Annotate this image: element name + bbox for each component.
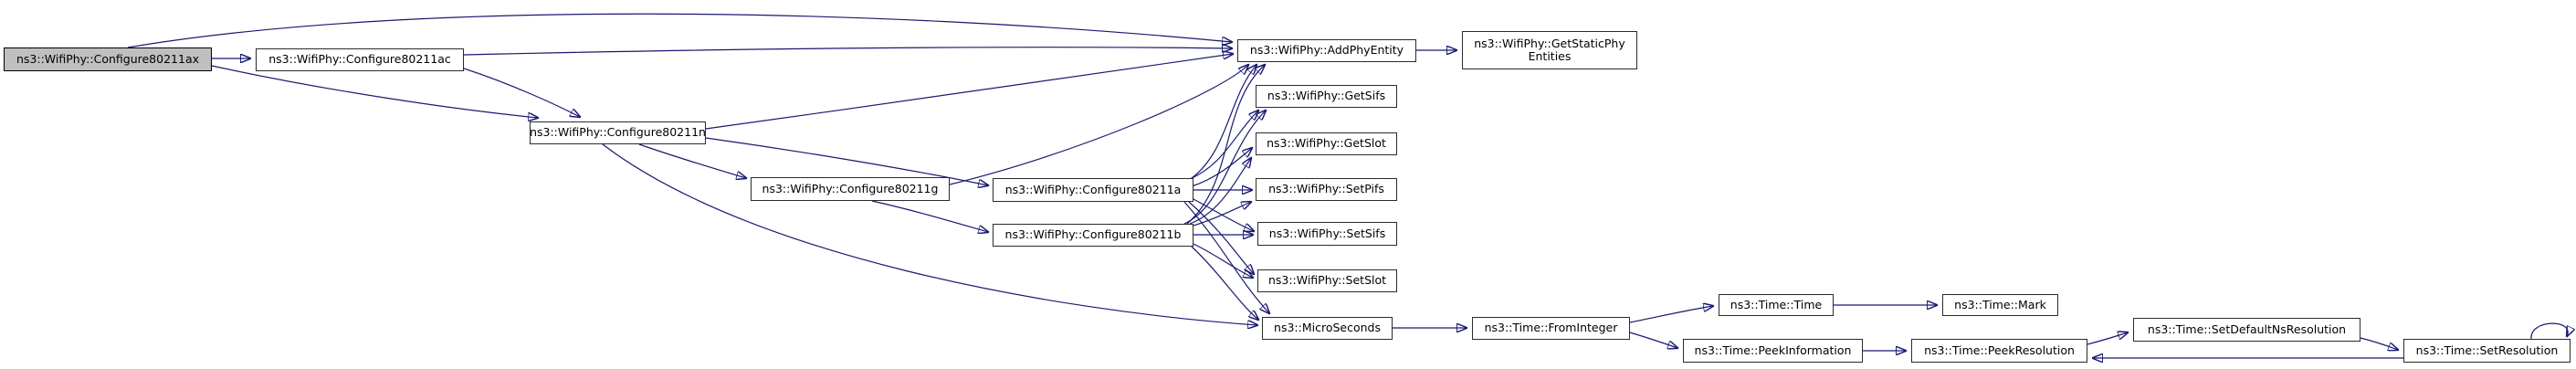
node-peekresolution[interactable]: ns3::Time::PeekResolution: [1911, 339, 2087, 363]
edge-peekresolution-setdefaultnsresolution: [2087, 332, 2128, 345]
edge-ac-n: [463, 68, 580, 117]
edge-n-microseconds: [602, 143, 1257, 325]
edge-g-b: [871, 200, 988, 232]
edge-b-getslot: [1189, 158, 1251, 225]
node-getsifs[interactable]: ns3::WifiPhy::GetSifs: [1256, 85, 1397, 108]
edge-g-addphyentity: [949, 65, 1248, 185]
node-microseconds[interactable]: ns3::MicroSeconds: [1262, 317, 1393, 340]
node-label-line2: Entities: [1528, 49, 1572, 63]
node-peekinformation[interactable]: ns3::Time::PeekInformation: [1683, 339, 1863, 363]
edge-n-g: [638, 143, 746, 178]
node-configure80211ax[interactable]: ns3::WifiPhy::Configure80211ax: [4, 47, 212, 71]
edge-a-microseconds: [1183, 201, 1269, 313]
edge-frominteger-time: [1629, 306, 1713, 323]
edge-frominteger-peekinformation: [1629, 332, 1677, 348]
edge-b-setpifs: [1193, 202, 1251, 227]
node-time-time[interactable]: ns3::Time::Time: [1719, 294, 1834, 316]
edge-b-setslot: [1193, 243, 1253, 278]
edge-setresolution-self: [2530, 322, 2568, 340]
node-setpifs[interactable]: ns3::WifiPhy::SetPifs: [1256, 178, 1397, 201]
edge-ax-n: [211, 65, 538, 118]
node-getslot[interactable]: ns3::WifiPhy::GetSlot: [1256, 132, 1397, 155]
edge-n-a: [705, 137, 988, 185]
node-setresolution[interactable]: ns3::Time::SetResolution: [2403, 339, 2571, 363]
edge-n-addphyentity: [705, 54, 1233, 130]
node-frominteger[interactable]: ns3::Time::FromInteger: [1472, 317, 1630, 340]
edge-a-getsifs: [1189, 111, 1258, 180]
edge-a-setsifs: [1191, 197, 1254, 231]
edge-b-addphyentity: [1186, 65, 1265, 225]
edge-a-addphyentity: [1191, 65, 1256, 179]
node-configure80211ac[interactable]: ns3::WifiPhy::Configure80211ac: [256, 48, 464, 71]
edge-setdefaultnsresolution-setresolution: [2360, 337, 2398, 350]
node-setslot[interactable]: ns3::WifiPhy::SetSlot: [1257, 269, 1397, 292]
edge-b-microseconds: [1191, 246, 1258, 320]
node-addphyentity[interactable]: ns3::WifiPhy::AddPhyEntity: [1237, 39, 1416, 62]
node-setsifs[interactable]: ns3::WifiPhy::SetSifs: [1257, 222, 1397, 246]
node-configure80211g[interactable]: ns3::WifiPhy::Configure80211g: [751, 177, 950, 201]
node-configure80211a[interactable]: ns3::WifiPhy::Configure80211a: [993, 178, 1193, 202]
edge-a-setslot: [1188, 201, 1254, 274]
node-label-line1: ns3::WifiPhy::GetStaticPhy: [1474, 36, 1625, 50]
edge-a-getslot: [1191, 148, 1252, 187]
edge-ax-addphyentity: [127, 13, 1232, 48]
node-configure80211b[interactable]: ns3::WifiPhy::Configure80211b: [993, 224, 1193, 247]
node-configure80211n[interactable]: ns3::WifiPhy::Configure80211n: [530, 121, 706, 144]
edge-b-getsifs: [1183, 111, 1266, 225]
node-time-mark[interactable]: ns3::Time::Mark: [1942, 294, 2058, 316]
edge-ac-addphyentity: [463, 47, 1232, 56]
node-getstaticphyentities[interactable]: ns3::WifiPhy::GetStaticPhy Entities: [1462, 31, 1637, 69]
node-setdefaultnsresolution[interactable]: ns3::Time::SetDefaultNsResolution: [2133, 318, 2360, 342]
